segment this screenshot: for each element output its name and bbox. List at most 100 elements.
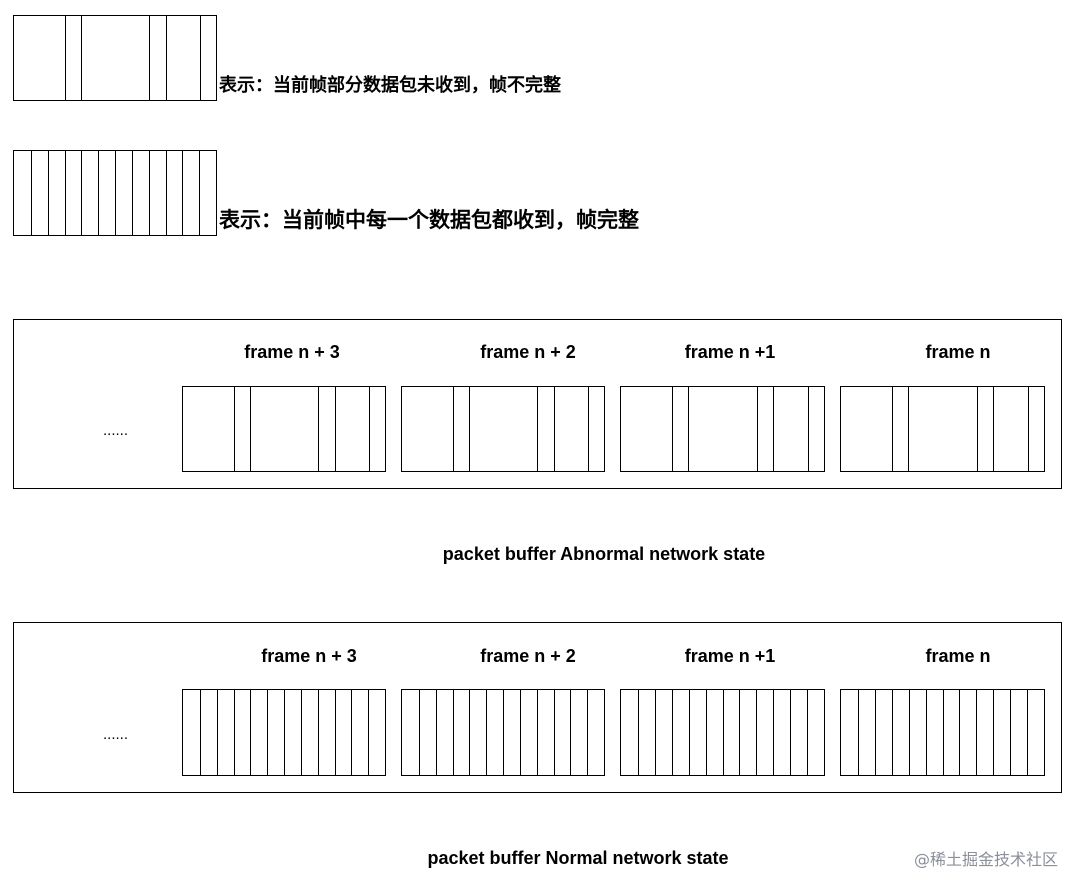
packet-divider xyxy=(722,690,724,775)
abnormal-frame-label-n2: frame n + 2 xyxy=(480,342,576,362)
packet-divider xyxy=(891,690,893,775)
packet-divider xyxy=(249,387,251,471)
packet-divider xyxy=(587,387,589,471)
packet-divider xyxy=(149,16,151,100)
packet-divider xyxy=(739,690,741,775)
packet-divider xyxy=(64,151,66,235)
legend-complete-frame xyxy=(13,150,217,236)
packet-divider xyxy=(1027,690,1029,775)
packet-divider xyxy=(757,387,758,471)
packet-divider xyxy=(199,151,201,235)
normal-frame-n1 xyxy=(620,689,825,776)
packet-divider xyxy=(637,690,639,775)
normal-frame-label-n2: frame n + 2 xyxy=(480,646,576,666)
packet-divider xyxy=(47,151,49,235)
packet-divider xyxy=(654,690,656,775)
packet-divider xyxy=(553,387,555,471)
packet-divider xyxy=(418,690,420,775)
legend-incomplete-text: 表示：当前帧部分数据包未收到，帧不完整 xyxy=(219,75,561,96)
packet-divider xyxy=(705,690,707,775)
abnormal-frame-label-n: frame n xyxy=(925,342,991,362)
packet-divider xyxy=(1027,387,1029,471)
abnormal-ellipsis: ...... xyxy=(103,422,129,439)
normal-frame-label-n3: frame n + 3 xyxy=(261,646,357,666)
packet-divider xyxy=(553,690,555,775)
packet-divider xyxy=(907,387,909,471)
abnormal-caption: packet buffer Abnormal network state xyxy=(442,544,766,564)
packet-divider xyxy=(993,690,995,775)
packet-divider xyxy=(891,387,893,471)
packet-divider xyxy=(536,690,538,775)
packet-divider xyxy=(756,690,758,775)
legend-incomplete-frame xyxy=(13,15,217,101)
packet-divider xyxy=(537,387,539,471)
packet-divider xyxy=(773,690,775,775)
packet-divider xyxy=(318,387,320,471)
packet-divider xyxy=(148,151,150,235)
packet-divider xyxy=(993,387,995,471)
packet-divider xyxy=(688,690,690,775)
packet-divider xyxy=(976,690,978,775)
packet-divider xyxy=(131,151,133,235)
packet-divider xyxy=(587,690,589,775)
normal-ellipsis: ...... xyxy=(103,726,129,743)
packet-divider xyxy=(80,16,82,100)
abnormal-frame-n2 xyxy=(401,386,605,472)
normal-frame-n3 xyxy=(182,689,386,776)
normal-caption: packet buffer Normal network state xyxy=(427,848,729,868)
packet-divider xyxy=(30,151,32,235)
packet-divider xyxy=(64,16,66,100)
abnormal-frame-n3 xyxy=(182,386,386,472)
packet-divider xyxy=(216,690,218,775)
packet-divider xyxy=(469,690,471,775)
abnormal-frame-label-n1: frame n +1 xyxy=(684,342,776,362)
packet-divider xyxy=(317,690,319,775)
packet-divider xyxy=(199,16,201,100)
abnormal-frame-n1 xyxy=(620,386,825,472)
packet-divider xyxy=(250,690,252,775)
packet-divider xyxy=(81,151,83,235)
packet-divider xyxy=(519,690,521,775)
normal-frame-label-n1: frame n +1 xyxy=(684,646,776,666)
packet-divider xyxy=(908,690,910,775)
packet-divider xyxy=(468,387,470,471)
packet-divider xyxy=(435,690,437,775)
packet-divider xyxy=(857,690,859,775)
packet-divider xyxy=(790,690,792,775)
packet-divider xyxy=(182,151,184,235)
packet-divider xyxy=(165,151,167,235)
normal-frame-n xyxy=(840,689,1045,776)
packet-divider xyxy=(368,690,370,775)
packet-divider xyxy=(977,387,978,471)
packet-divider xyxy=(773,387,775,471)
packet-divider xyxy=(452,387,454,471)
normal-frame-n2 xyxy=(401,689,605,776)
watermark: @稀土掘金技术社区 xyxy=(913,850,1058,869)
packet-divider xyxy=(807,690,809,775)
packet-divider xyxy=(874,690,876,775)
packet-divider xyxy=(807,387,809,471)
packet-divider xyxy=(1010,690,1012,775)
packet-divider xyxy=(671,690,673,775)
packet-divider xyxy=(687,387,689,471)
packet-divider xyxy=(486,690,488,775)
abnormal-frame-n xyxy=(840,386,1045,472)
legend-complete-text: 表示：当前帧中每一个数据包都收到，帧完整 xyxy=(219,208,639,232)
packet-divider xyxy=(570,690,572,775)
packet-divider xyxy=(671,387,673,471)
packet-divider xyxy=(165,16,167,100)
packet-divider xyxy=(98,151,100,235)
packet-divider xyxy=(267,690,269,775)
packet-divider xyxy=(284,690,285,775)
packet-divider xyxy=(368,387,370,471)
packet-divider xyxy=(334,690,336,775)
packet-divider xyxy=(452,690,454,775)
packet-divider xyxy=(300,690,302,775)
packet-divider xyxy=(334,387,336,471)
packet-divider xyxy=(503,690,504,775)
packet-divider xyxy=(115,151,116,235)
abnormal-frame-label-n3: frame n + 3 xyxy=(244,342,340,362)
packet-divider xyxy=(233,690,235,775)
packet-divider xyxy=(233,387,235,471)
packet-divider xyxy=(959,690,961,775)
